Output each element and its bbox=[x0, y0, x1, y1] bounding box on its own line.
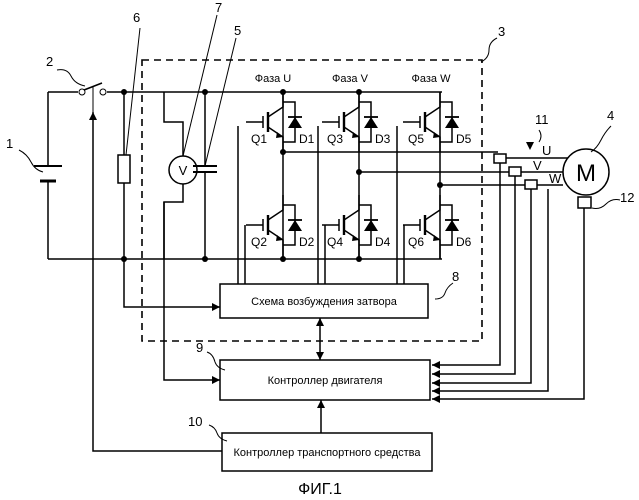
gate-driver-label: Схема возбуждения затвора bbox=[251, 296, 398, 308]
arrow-vehicle bbox=[317, 400, 325, 408]
resistor bbox=[118, 92, 130, 259]
arrow-current-ref bbox=[526, 142, 534, 150]
arrow-sensor-v bbox=[432, 370, 440, 378]
transistor-label: Q2 bbox=[251, 235, 267, 249]
bridge-legs bbox=[283, 92, 528, 259]
gate-leads bbox=[238, 126, 404, 284]
ref-capacitor: 5 bbox=[234, 23, 241, 38]
arrow-sensor-w bbox=[432, 379, 440, 387]
battery bbox=[34, 92, 62, 259]
phase-u-label: Фаза U bbox=[255, 73, 292, 85]
transistor-label: Q3 bbox=[327, 132, 343, 146]
arrow-voltmeter bbox=[212, 376, 220, 384]
diode-label: D1 bbox=[299, 132, 315, 146]
switch-control-line bbox=[93, 112, 222, 451]
diode-label: D5 bbox=[456, 132, 472, 146]
arrow-sensor-extra bbox=[432, 387, 440, 395]
voltmeter-symbol: V bbox=[179, 163, 188, 178]
phase-w-line-label: W bbox=[549, 171, 562, 186]
phase-w-label: Фаза W bbox=[412, 73, 452, 85]
ref-inverter: 3 bbox=[498, 24, 505, 39]
phase-u-line-label: U bbox=[542, 143, 551, 158]
diode-label: D6 bbox=[456, 235, 472, 249]
arrow-sensor-u bbox=[432, 361, 440, 369]
transistor-label: Q5 bbox=[408, 132, 424, 146]
switch-cell-2: Q2 D2 bbox=[246, 195, 315, 259]
motor: M bbox=[563, 149, 609, 195]
arrow-position bbox=[432, 395, 440, 403]
ref-motor-controller: 9 bbox=[196, 340, 203, 355]
ref-voltmeter: 7 bbox=[215, 0, 222, 15]
switch-cell-6: Q6 D6 bbox=[403, 195, 472, 259]
switch-cell-3: Q3 D3 bbox=[322, 92, 391, 152]
resistor-feedback-line bbox=[124, 259, 220, 307]
switch-cell-5: Q5 D5 bbox=[403, 92, 472, 152]
switch-cell-1: Q1 D1 bbox=[246, 92, 315, 152]
diode-label: D2 bbox=[299, 235, 315, 249]
phase-v-label: Фаза V bbox=[332, 73, 369, 85]
sensor-feedback-lines bbox=[432, 163, 548, 391]
phase-v-line-label: V bbox=[533, 158, 542, 173]
switch-cell-4: Q4 D4 bbox=[322, 195, 391, 259]
ref-battery: 1 bbox=[6, 136, 13, 151]
junction-dots bbox=[121, 89, 443, 262]
diode-label: D3 bbox=[375, 132, 391, 146]
ref-motor: 4 bbox=[607, 108, 614, 123]
ref-switch: 2 bbox=[46, 54, 53, 69]
arrow-resistor bbox=[212, 303, 220, 311]
figure-caption: ФИГ.1 bbox=[298, 481, 342, 498]
arrow-switch bbox=[89, 112, 97, 120]
ref-gate-driver: 8 bbox=[452, 269, 459, 284]
ref-vehicle-controller: 10 bbox=[188, 414, 202, 429]
motor-controller-label: Контроллер двигателя bbox=[268, 375, 383, 387]
ref-current-sensors: 11 bbox=[535, 112, 549, 127]
voltmeter-feedback-line bbox=[164, 202, 220, 380]
ref-resistor: 6 bbox=[133, 10, 140, 25]
main-switch bbox=[79, 83, 106, 112]
arrow-gate-down bbox=[316, 352, 324, 360]
diode-label: D4 bbox=[375, 235, 391, 249]
motor-symbol: M bbox=[576, 160, 596, 187]
transistor-label: Q4 bbox=[327, 235, 343, 249]
vehicle-controller-label: Контроллер транспортного средства bbox=[233, 447, 421, 459]
transistor-label: Q6 bbox=[408, 235, 424, 249]
ref-position-sensor: 12 bbox=[620, 190, 634, 205]
transistor-label: Q1 bbox=[251, 132, 267, 146]
arrow-gate-up bbox=[316, 318, 324, 326]
